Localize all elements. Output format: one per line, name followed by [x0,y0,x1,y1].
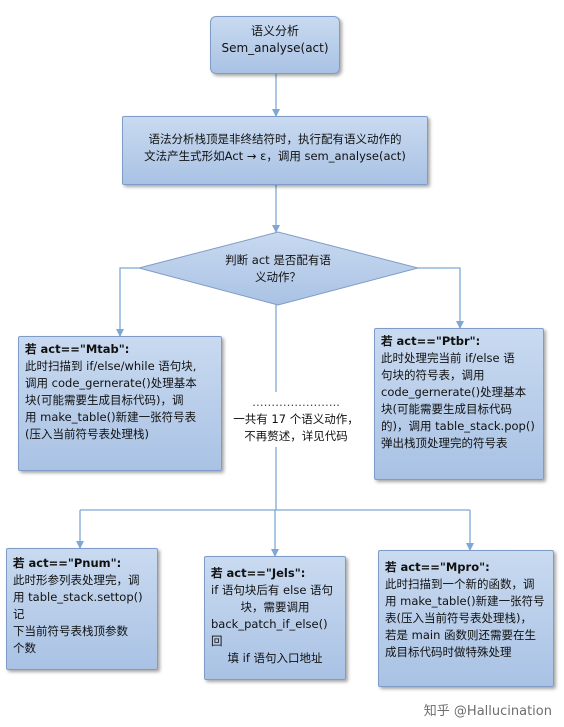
arrow-decision-to-mtab [116,267,139,337]
jels-line: if 语句块后有 else 语句 [211,583,334,597]
middle-line: 不再赘述，详见代码 [244,429,348,443]
ptbr-title: 若 act=="Ptbr": [381,334,481,348]
jels-line: 填 if 语句入口地址 [227,651,323,665]
mtab-line: 调用 code_gernerate()处理基本 [25,376,197,390]
jels-title: 若 act=="Jels": [211,566,306,580]
mpro-box: 若 act=="Mpro": 此时扫描到一个新的函数，调 用 make_tabl… [378,550,554,687]
ptbr-line: 句块的符号表，调用 [381,368,485,382]
start-node: 语义分析 Sem_analyse(act) [210,16,340,74]
mpro-line: 用 make_table()新建一张符号 [385,594,545,608]
arrow-decision-to-ptbr [418,267,464,329]
mtab-box: 若 act=="Mtab": 此时扫描到 if/else/while 语句块, … [18,336,222,471]
mtab-title: 若 act=="Mtab": [25,342,130,356]
mpro-line: 成目标代码时做特殊处理 [385,645,512,659]
pnum-line: 个数 [13,641,36,655]
mtab-line: 此时扫描到 if/else/while 语句块, [25,359,197,373]
mtab-line: (压入当前符号表处理栈) [25,427,149,441]
process-node: 语法分析栈顶是非终结符时，执行配有语义动作的 文法产生式形如Act → ε，调用… [122,116,428,185]
decision-line-2: 义动作？ [255,270,301,284]
process-line-2: 文法产生式形如Act → ε，调用 sem_analyse(act) [144,149,406,163]
middle-note: ………………….. 一共有 17 个语义动作， 不再赘述，详见代码 [228,392,364,447]
mtab-line: 用 make_table()新建一张符号表 [25,410,197,424]
start-function: Sem_analyse(act) [221,41,329,55]
middle-line: 一共有 17 个语义动作， [233,412,359,426]
mpro-line: 若是 main 函数则还需要在生 [385,628,537,642]
pnum-title: 若 act=="Pnum": [13,556,122,570]
mpro-line: 表(压入当前符号表处理栈)， [385,611,532,625]
decision-label: 判断 act 是否配有语 义动作？ [200,252,356,286]
jels-line: back_patch_if_else()回 [211,617,328,648]
ptbr-line: 弹出栈顶处理完的符号表 [381,436,508,450]
ptbr-line: code_gernerate()处理基本 [381,385,527,399]
pnum-line: 用 table_stack.settop()记 [13,590,143,621]
mpro-title: 若 act=="Mpro": [385,560,490,574]
mtab-line: 块(可能需要生成目标代码)，调 [25,393,184,407]
start-title: 语义分析 [250,24,299,38]
pnum-line: 下当前符号表栈顶参数 [13,624,128,638]
watermark: 知乎 @Hallucination [423,704,552,719]
pnum-line: 此时形参列表处理完，调 [13,573,140,587]
jels-line: 块，需要调用 [240,600,310,614]
mpro-line: 此时扫描到一个新的函数，调 [385,577,535,591]
middle-dots: ………………….. [252,395,340,409]
ptbr-box: 若 act=="Ptbr": 此时处理完当前 if/else 语 句块的符号表，… [374,328,544,480]
decision-diamond [137,231,420,306]
ptbr-line: 此时处理完当前 if/else 语 [381,351,515,365]
decision-line-1: 判断 act 是否配有语 [225,253,331,267]
jels-box: 若 act=="Jels": if 语句块后有 else 语句 块，需要调用 b… [204,556,346,680]
process-line-1: 语法分析栈顶是非终结符时，执行配有语义动作的 [148,132,402,146]
pnum-box: 若 act=="Pnum": 此时形参列表处理完，调 用 table_stack… [6,548,158,670]
ptbr-line: 块(可能需要生成目标代码 [381,402,512,416]
ptbr-line: 的)，调用 table_stack.pop() [381,419,535,433]
